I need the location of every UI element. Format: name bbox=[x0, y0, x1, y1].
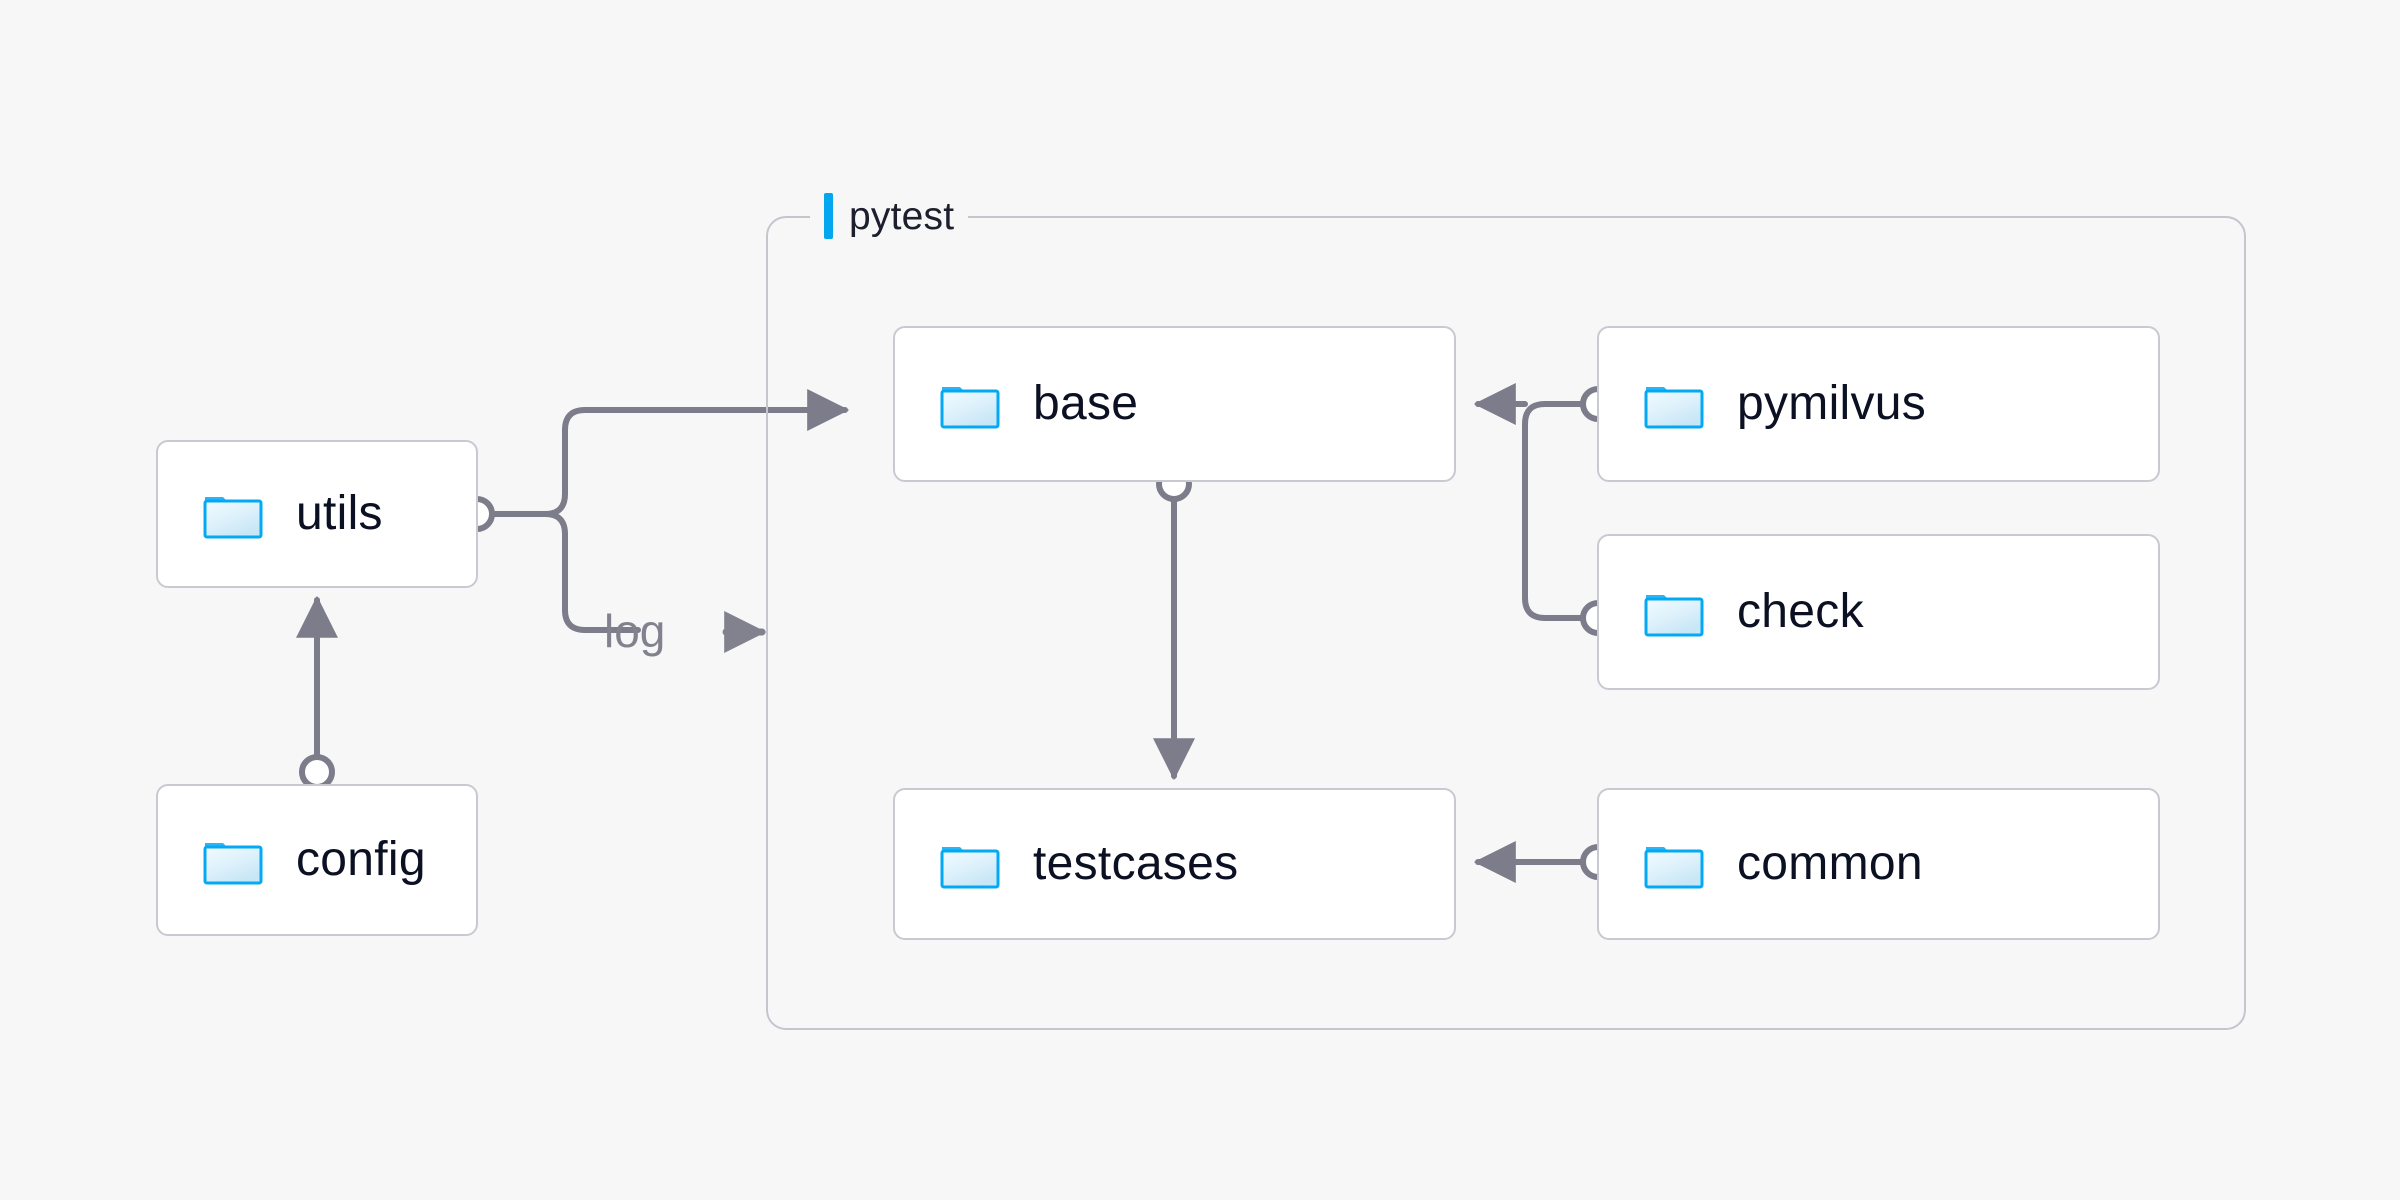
node-utils[interactable]: utils bbox=[156, 440, 478, 588]
edge-utils-to-log bbox=[542, 511, 641, 633]
node-testcases-label: testcases bbox=[1033, 837, 1239, 890]
edge-utils-to-base bbox=[492, 389, 850, 517]
folder-icon bbox=[203, 843, 263, 885]
group-title-text: pytest bbox=[849, 194, 955, 238]
group-pytest[interactable] bbox=[766, 216, 2246, 1030]
node-check-label: check bbox=[1737, 585, 1864, 638]
node-common-label: common bbox=[1737, 837, 1923, 890]
node-testcases[interactable]: testcases bbox=[893, 788, 1456, 940]
edge-label-log: log bbox=[604, 605, 666, 657]
node-common[interactable]: common bbox=[1597, 788, 2160, 940]
port-config-top bbox=[299, 754, 335, 790]
node-check[interactable]: check bbox=[1597, 534, 2160, 690]
folder-icon bbox=[1644, 595, 1704, 637]
node-pymilvus-label: pymilvus bbox=[1737, 377, 1927, 430]
node-pymilvus[interactable]: pymilvus bbox=[1597, 326, 2160, 482]
node-config[interactable]: config bbox=[156, 784, 478, 936]
folder-icon bbox=[203, 497, 263, 539]
node-config-label: config bbox=[296, 833, 426, 886]
folder-icon bbox=[940, 387, 1000, 429]
edge-pymilvus-check-to-base bbox=[1473, 383, 1585, 621]
node-base[interactable]: base bbox=[893, 326, 1456, 482]
group-pytest-label: pytest bbox=[810, 190, 969, 242]
group-accent-bar bbox=[824, 193, 833, 239]
folder-icon bbox=[1644, 387, 1704, 429]
node-base-label: base bbox=[1033, 377, 1139, 430]
folder-icon bbox=[940, 847, 1000, 889]
node-utils-label: utils bbox=[296, 487, 383, 540]
folder-icon bbox=[1644, 847, 1704, 889]
